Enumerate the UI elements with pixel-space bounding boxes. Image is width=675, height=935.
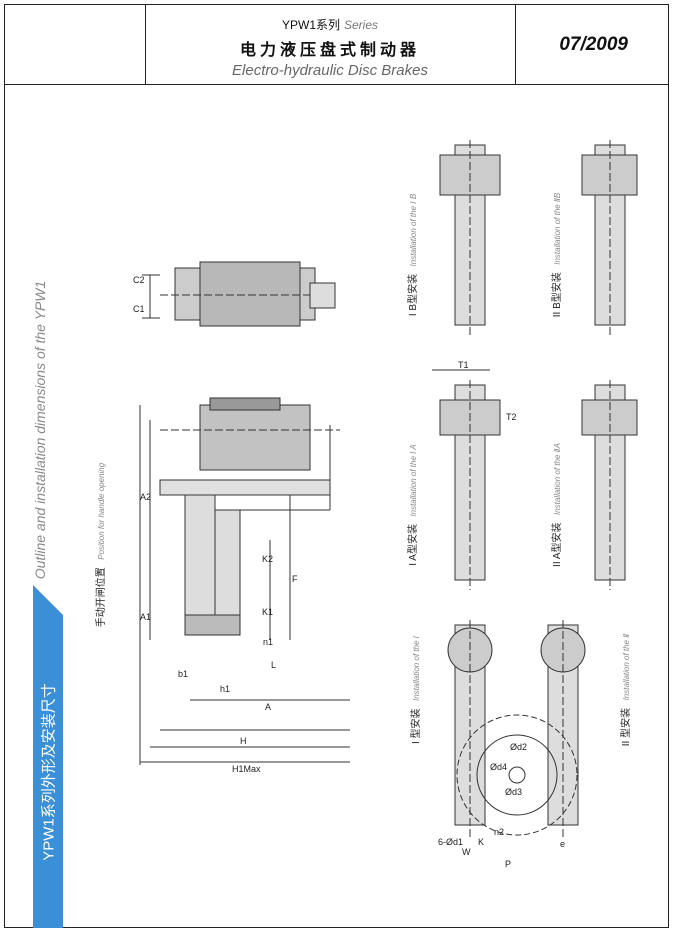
dim-c1: C1 bbox=[133, 304, 145, 314]
dim-h1: h1 bbox=[220, 684, 230, 694]
dim-e: e bbox=[560, 839, 565, 849]
header: YPW1系列 Series 电力液压盘式制动器 Electro-hydraulic… bbox=[4, 4, 669, 85]
title-en: Electro-hydraulic Disc Brakes bbox=[232, 62, 428, 79]
header-title-cell: YPW1系列 Series 电力液压盘式制动器 Electro-hydraulic… bbox=[145, 4, 516, 84]
dim-k: K bbox=[478, 837, 484, 847]
header-date-cell: 07/2009 bbox=[515, 4, 668, 84]
install-IIB-label: II B型安装 Installation of the ⅡB bbox=[552, 192, 563, 318]
dim-n1: n1 bbox=[263, 637, 273, 647]
title-cn: 电力液压盘式制动器 bbox=[239, 42, 420, 59]
dim-l: L bbox=[271, 660, 276, 670]
date: 07/2009 bbox=[559, 34, 628, 55]
page-frame bbox=[4, 4, 669, 928]
install-IIB-drawing bbox=[581, 140, 638, 335]
dim-h: H bbox=[240, 736, 247, 746]
header-logo-cell bbox=[4, 4, 146, 84]
dim-c2: C2 bbox=[133, 275, 145, 285]
dim-d1: 6-Ød1 bbox=[438, 837, 463, 847]
install-IIA-label: II A型安装 Installation of the ⅡA bbox=[552, 443, 563, 567]
handle-position-label: 手动开闸位置 Position for handle opening bbox=[96, 462, 107, 628]
install-I-drawing bbox=[447, 620, 493, 840]
dim-a2: A2 bbox=[140, 492, 151, 502]
dim-b1: b1 bbox=[178, 669, 188, 679]
install-IIA-drawing bbox=[581, 380, 638, 590]
dim-d2: Ød2 bbox=[510, 742, 527, 752]
dim-t2: T2 bbox=[506, 412, 517, 422]
install-IB-label: I B型安装 Installation of the Ⅰ B bbox=[408, 193, 419, 317]
install-II-drawing bbox=[540, 620, 586, 840]
series-cn: YPW1系列 bbox=[281, 18, 340, 32]
install-IA-drawing bbox=[432, 369, 501, 590]
dim-t1: T1 bbox=[458, 360, 469, 370]
dim-h1max: H1Max bbox=[232, 764, 261, 774]
install-IB-drawing bbox=[439, 140, 501, 335]
install-II-label: II 型安装 Installation of the Ⅱ bbox=[621, 633, 632, 747]
top-view-brake bbox=[142, 261, 336, 327]
section-tab: YPW1系列外形及安装尺寸 bbox=[33, 585, 63, 928]
series-en: Series bbox=[344, 18, 379, 32]
dimension-labels: C2 C1 A2 A1 K2 K1 F n1 b1 h1 A H H1Max T… bbox=[133, 275, 565, 869]
install-IA-label: I A型安装 Installation of the Ⅰ A bbox=[408, 444, 419, 566]
dim-a: A bbox=[265, 702, 271, 712]
dim-k1: K1 bbox=[262, 607, 273, 617]
dim-f: F bbox=[292, 574, 298, 584]
main-side-view bbox=[139, 397, 350, 765]
brake-disc bbox=[456, 714, 578, 836]
dim-w: W bbox=[462, 847, 471, 857]
dim-n2: n2 bbox=[494, 827, 504, 837]
dim-k2: K2 bbox=[262, 554, 273, 564]
series-line: YPW1系列 Series bbox=[145, 16, 515, 33]
dim-p: P bbox=[505, 859, 511, 869]
dim-d4: Ød4 bbox=[490, 762, 507, 772]
install-I-label: I 型安装 Installation of the Ⅰ bbox=[411, 635, 422, 745]
dim-a1: A1 bbox=[140, 612, 151, 622]
dim-d3: Ød3 bbox=[505, 787, 522, 797]
